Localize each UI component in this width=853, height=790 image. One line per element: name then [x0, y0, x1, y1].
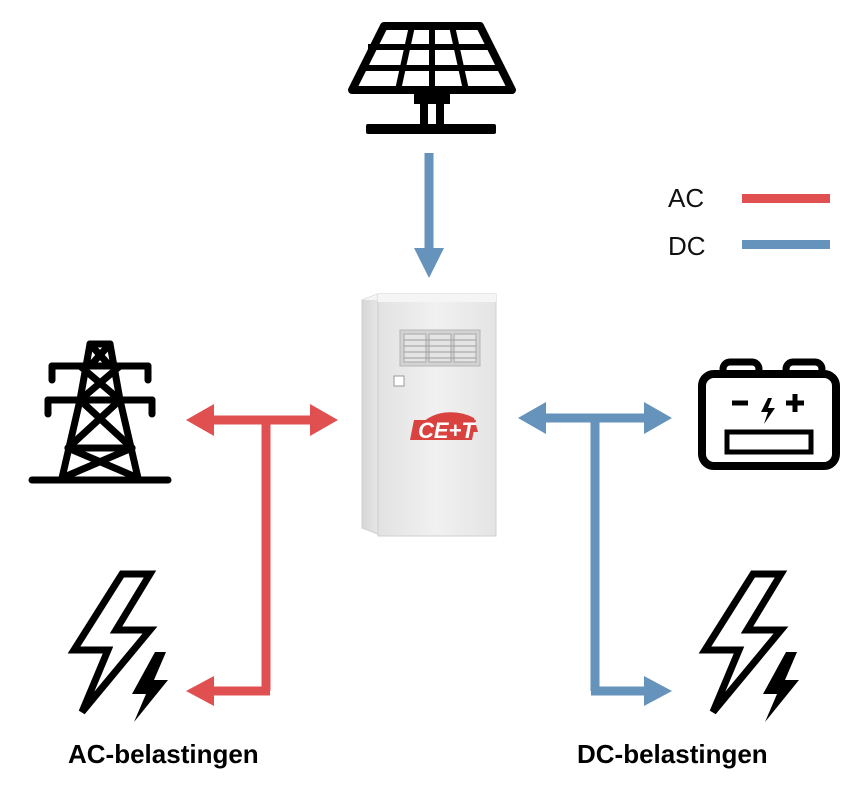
lightning-bolt-icon	[698, 570, 799, 722]
dc-loads-label: DC-belastingen	[577, 739, 768, 769]
solar-dc-arrow	[414, 153, 444, 278]
legend-dc-line	[742, 240, 830, 249]
cet-logo: CE+T	[410, 412, 478, 443]
inverter-cabinet: CE+T	[361, 293, 497, 537]
power-pylon-icon	[28, 340, 172, 484]
ac-loads-label: AC-belastingen	[68, 739, 259, 769]
legend-ac-label: AC	[668, 183, 704, 213]
lightning-bolt-icon	[67, 570, 168, 722]
legend-ac-line	[742, 194, 830, 203]
logo-text: CE+T	[418, 418, 476, 443]
vent-grille	[399, 329, 481, 367]
legend-dc-label: DC	[668, 231, 706, 261]
door-lock	[393, 375, 405, 387]
dc-connection-lines	[518, 402, 672, 706]
solar-panel-icon	[348, 22, 516, 134]
battery-icon	[698, 358, 840, 470]
ac-connection-lines	[186, 404, 338, 706]
legend: AC DC	[668, 183, 830, 261]
